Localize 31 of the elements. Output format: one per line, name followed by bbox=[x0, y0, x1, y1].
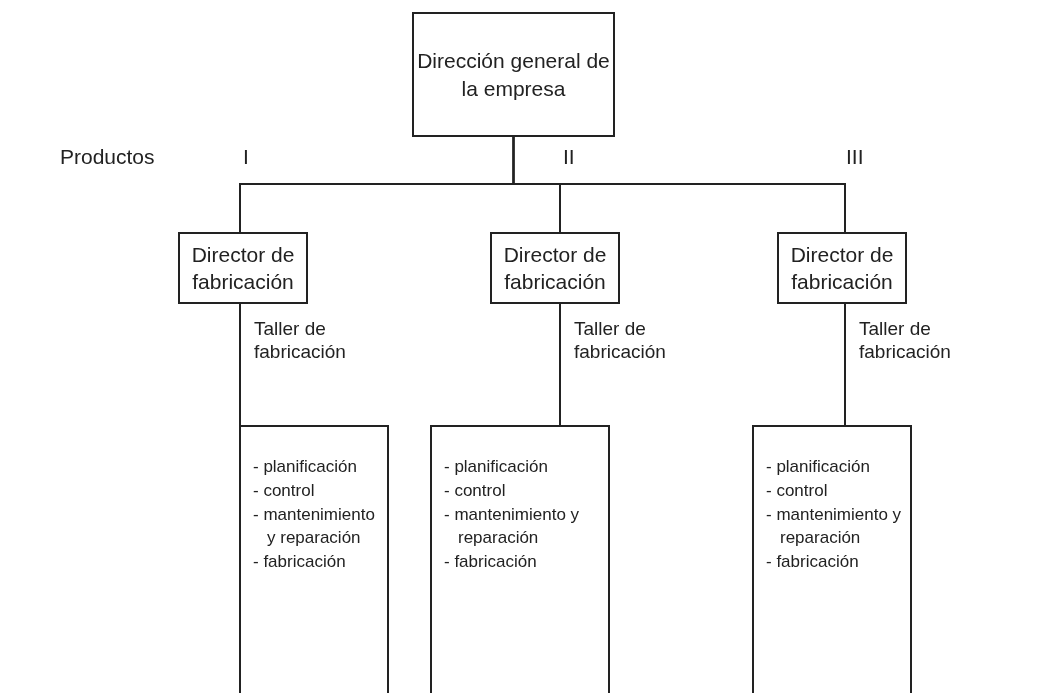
box-label: Director de fabricación bbox=[190, 241, 296, 295]
connector-line bbox=[239, 303, 241, 426]
product-number: II bbox=[563, 145, 575, 169]
list-item: - planificación bbox=[253, 456, 358, 478]
workshop-box bbox=[752, 425, 912, 693]
connector-line bbox=[512, 136, 846, 233]
list-item: - fabricación bbox=[444, 551, 538, 574]
workshop-box bbox=[239, 425, 389, 693]
box-label: Dirección general de la empresa bbox=[416, 48, 611, 102]
list-item: - control bbox=[253, 479, 316, 502]
list-item: - control bbox=[766, 479, 829, 502]
connector-line bbox=[844, 303, 846, 426]
product-number: III bbox=[846, 145, 864, 169]
box-label: Director de fabricación bbox=[789, 241, 895, 295]
box-label: Director de fabricación bbox=[502, 241, 608, 295]
list-item: - control bbox=[444, 479, 507, 502]
director-box bbox=[490, 232, 620, 304]
row-label: Productos bbox=[60, 145, 155, 169]
list-item: - mantenimiento y reparación bbox=[253, 503, 376, 550]
list-item: - planificación bbox=[444, 456, 549, 478]
connector-line bbox=[559, 303, 561, 426]
list-item: - planificación bbox=[766, 456, 871, 478]
list-item: - mantenimiento y reparación bbox=[444, 503, 581, 550]
management-box bbox=[412, 12, 615, 137]
director-box bbox=[178, 232, 308, 304]
director-box bbox=[777, 232, 907, 304]
product-number: I bbox=[243, 145, 249, 169]
list-item: - mantenimiento y reparación bbox=[766, 503, 903, 550]
list-item: - fabricación bbox=[253, 551, 347, 574]
list-item: - fabricación bbox=[766, 551, 860, 574]
workshop-box bbox=[430, 425, 610, 693]
